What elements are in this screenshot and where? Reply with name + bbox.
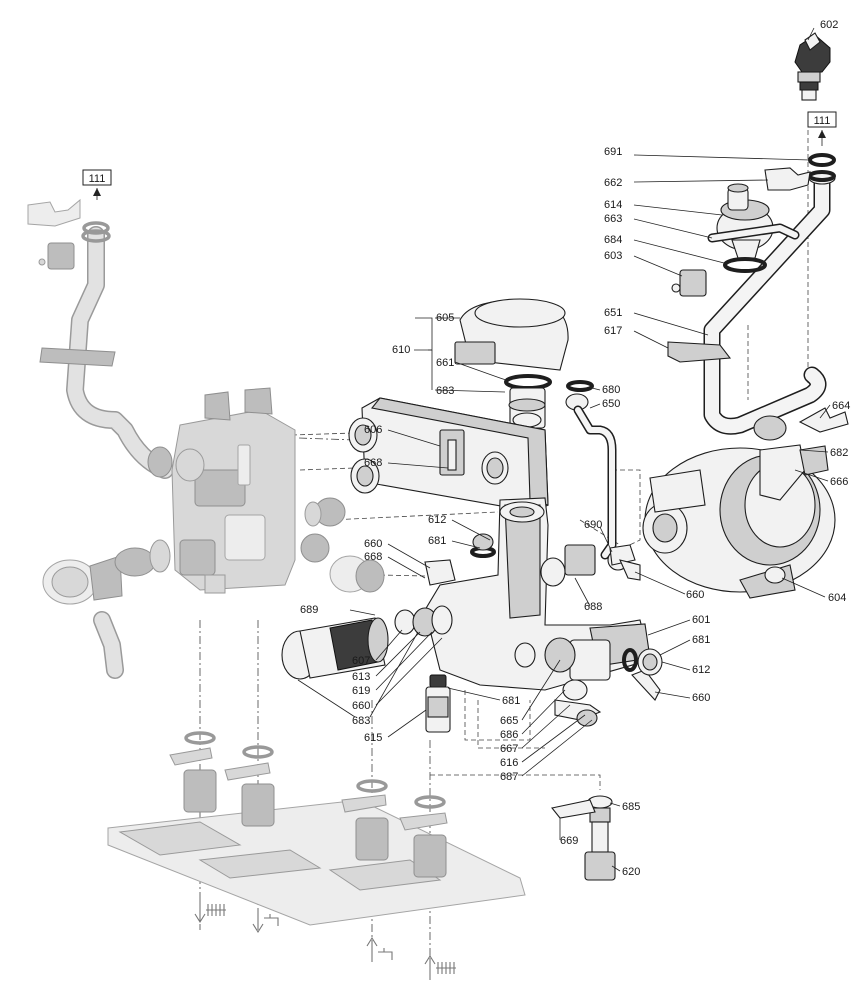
part-label-682: 682 <box>830 447 848 459</box>
part-label-606: 606 <box>364 424 382 436</box>
reference-label: 111 <box>814 115 831 127</box>
part-label-669: 669 <box>560 835 578 847</box>
radiator-icon <box>206 904 226 916</box>
part-label-602: 602 <box>820 19 838 31</box>
part-label-614: 614 <box>604 199 622 211</box>
arrow-down-icon <box>252 908 264 934</box>
part-label-691: 691 <box>604 146 622 158</box>
flow-symbols <box>194 898 456 980</box>
part-label-681: 681 <box>692 634 710 646</box>
part-label-615: 615 <box>364 732 382 744</box>
part-label-668: 668 <box>364 457 382 469</box>
part-label-681: 681 <box>428 535 446 547</box>
part-label-683: 683 <box>436 385 454 397</box>
tap-icon <box>264 914 279 926</box>
part-label-689: 689 <box>300 604 318 616</box>
central-parts <box>281 298 663 881</box>
part-label-683: 683 <box>352 715 370 727</box>
part-label-660: 660 <box>692 692 710 704</box>
reference-box-right: 111 <box>807 111 837 146</box>
part-label-651: 651 <box>604 307 622 319</box>
part-label-660: 660 <box>352 700 370 712</box>
part-label-662: 662 <box>604 177 622 189</box>
arrow-up-icon <box>366 936 378 962</box>
ghost-guides <box>297 437 356 441</box>
part-label-686: 686 <box>500 729 518 741</box>
top-right-parts <box>642 32 849 599</box>
part-label-650: 650 <box>602 398 620 410</box>
part-label-690: 690 <box>584 519 602 531</box>
part-label-660: 660 <box>364 538 382 550</box>
part-label-665: 665 <box>500 715 518 727</box>
part-label-660: 660 <box>686 589 704 601</box>
part-label-607: 607 <box>352 655 370 667</box>
part-label-604: 604 <box>828 592 846 604</box>
part-label-688: 688 <box>584 601 602 613</box>
part-label-619: 619 <box>352 685 370 697</box>
part-label-666: 666 <box>830 476 848 488</box>
arrow-up-icon <box>424 954 436 980</box>
part-label-680: 680 <box>602 384 620 396</box>
part-label-620: 620 <box>622 866 640 878</box>
part-label-612: 612 <box>428 514 446 526</box>
part-label-601: 601 <box>692 614 710 626</box>
radiator-icon <box>436 962 456 974</box>
part-label-663: 663 <box>604 213 622 225</box>
part-label-617: 617 <box>604 325 622 337</box>
part-labels: 602 691 662 614 663 684 603 605 610 661 … <box>300 19 850 878</box>
tap-icon <box>378 948 393 960</box>
part-label-687: 687 <box>500 771 518 783</box>
plate-fittings <box>169 731 448 878</box>
part-label-681: 681 <box>502 695 520 707</box>
ghost-hydraulic-assembly <box>27 198 385 679</box>
part-label-613: 613 <box>352 671 370 683</box>
part-label-612: 612 <box>692 664 710 676</box>
part-label-603: 603 <box>604 250 622 262</box>
reference-label: 111 <box>89 173 106 185</box>
part-label-685: 685 <box>622 801 640 813</box>
part-label-616: 616 <box>500 757 518 769</box>
arrow-down-icon <box>194 898 206 924</box>
part-label-664: 664 <box>832 400 850 412</box>
leader-lines <box>297 27 831 872</box>
reference-box-left: 111 <box>82 169 112 200</box>
part-label-610: 610 <box>392 344 410 356</box>
part-label-605: 605 <box>436 312 454 324</box>
part-label-667: 667 <box>500 743 518 755</box>
part-label-661: 661 <box>436 357 454 369</box>
part-label-668: 668 <box>364 551 382 563</box>
part-label-684: 684 <box>604 234 622 246</box>
mounting-plate <box>107 731 526 926</box>
